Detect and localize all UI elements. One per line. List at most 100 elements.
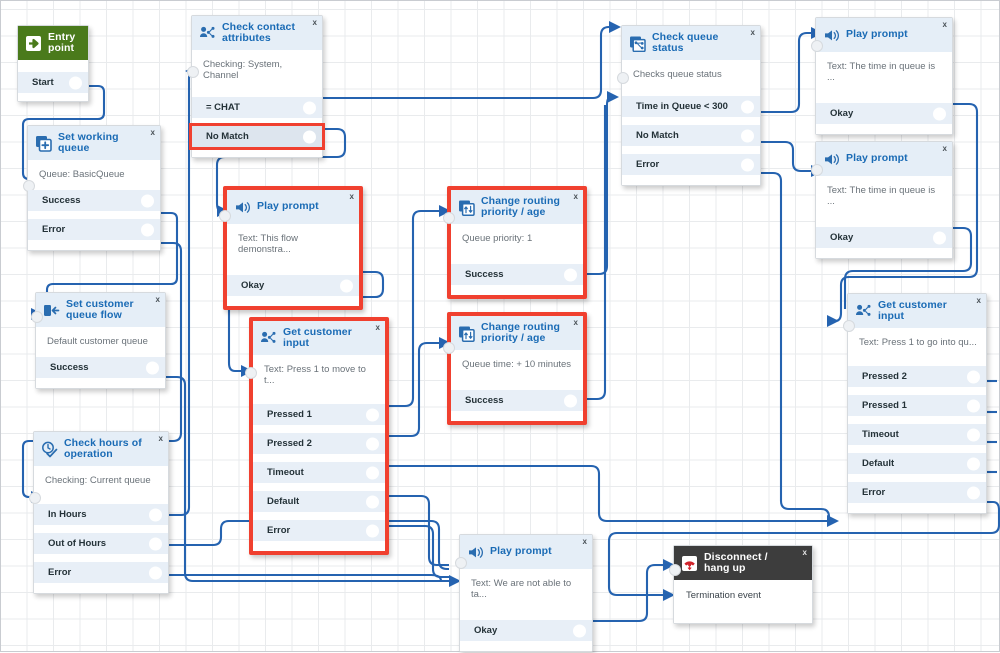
port-default[interactable]: Default [253,491,385,512]
node-check-hours-of-operation[interactable]: Check hours of operation x Checking: Cur… [29,431,169,594]
port-label: Default [267,496,300,507]
close-icon[interactable]: x [158,434,163,443]
node-play-prompt-queue-time-2[interactable]: Play prompt x Text: The time in queue is… [811,141,953,259]
port-pressed-1[interactable]: Pressed 1 [848,395,986,416]
port-connector-dot[interactable] [565,395,576,406]
port-connector-dot[interactable] [147,362,158,373]
port-success[interactable]: Success [28,190,160,211]
port-error[interactable]: Error [253,520,385,541]
close-icon[interactable]: x [976,296,981,305]
port-pressed-2[interactable]: Pressed 2 [848,366,986,387]
port-error[interactable]: Error [28,219,160,240]
close-icon[interactable]: x [582,537,587,546]
node-input-port[interactable] [443,342,455,354]
node-check-contact-attributes[interactable]: Check contact attributes x Checking: Sys… [187,15,325,158]
port-error[interactable]: Error [848,482,986,503]
port-connector-dot[interactable] [367,496,378,507]
port-time-in-queue[interactable]: Time in Queue < 300 [622,96,760,117]
port-connector-dot[interactable] [367,409,378,420]
close-icon[interactable]: x [750,28,755,37]
node-get-customer-input-queue[interactable]: Get customer input x Text: Press 1 to go… [843,293,987,514]
port-connector-dot[interactable] [150,538,161,549]
port-connector-dot[interactable] [367,438,378,449]
port-connector-dot[interactable] [742,159,753,170]
node-disconnect-hang-up[interactable]: Disconnect / hang up x Termination event [669,545,813,624]
port-success[interactable]: Success [451,390,583,411]
port-pressed-2[interactable]: Pressed 2 [253,433,385,454]
close-icon[interactable]: x [802,548,807,557]
port-connector-dot[interactable] [968,429,979,440]
node-input-port[interactable] [219,210,231,222]
node-input-port[interactable] [29,492,41,504]
node-input-port[interactable] [669,564,681,576]
close-icon[interactable]: x [573,192,578,201]
close-icon[interactable]: x [942,20,947,29]
port-connector-dot[interactable] [968,400,979,411]
port-connector-dot[interactable] [150,509,161,520]
port-connector-dot[interactable] [574,625,585,636]
close-icon[interactable]: x [942,144,947,153]
port-timeout[interactable]: Timeout [848,424,986,445]
port-no-match[interactable]: No Match [189,123,325,150]
node-play-prompt-intro[interactable]: Play prompt x Text: This flow demonstra.… [219,186,363,310]
close-icon[interactable]: x [375,323,380,332]
close-icon[interactable]: x [150,128,155,137]
port-default[interactable]: Default [848,453,986,474]
port-connector-dot[interactable] [742,101,753,112]
node-input-port[interactable] [811,40,823,52]
port-connector-dot[interactable] [341,280,352,291]
port-connector-dot[interactable] [934,232,945,243]
port-connector-dot[interactable] [968,371,979,382]
port-pressed-1[interactable]: Pressed 1 [253,404,385,425]
node-change-routing-priority[interactable]: Change routing priority / age x Queue pr… [443,186,587,299]
node-play-prompt-unable[interactable]: Play prompt x Text: We are not able to t… [455,534,593,652]
port-okay[interactable]: Okay [816,103,952,124]
port-out-of-hours[interactable]: Out of Hours [34,533,168,554]
node-input-port[interactable] [31,311,43,323]
port-no-match[interactable]: No Match [622,125,760,146]
close-icon[interactable]: x [573,318,578,327]
port-connector-dot[interactable] [150,567,161,578]
node-change-routing-age[interactable]: Change routing priority / age x Queue ti… [443,312,587,425]
node-entry-point[interactable]: Entry point Start [17,25,89,102]
node-input-port[interactable] [443,212,455,224]
node-input-port[interactable] [843,320,855,332]
node-input-port[interactable] [187,66,199,78]
port-connector-dot[interactable] [934,108,945,119]
port-connector-dot[interactable] [742,130,753,141]
port-connector-dot[interactable] [304,102,315,113]
close-icon[interactable]: x [349,192,354,201]
node-input-port[interactable] [617,72,629,84]
close-icon[interactable]: x [312,18,317,27]
node-input-port[interactable] [245,367,257,379]
node-set-customer-queue-flow[interactable]: Set customer queue flow x Default custom… [31,292,166,389]
port-connector-dot[interactable] [142,224,153,235]
port-equals-chat[interactable]: = CHAT [192,97,322,118]
port-start[interactable]: Start [18,72,88,93]
port-timeout[interactable]: Timeout [253,462,385,483]
port-connector-dot[interactable] [968,458,979,469]
node-input-port[interactable] [811,164,823,176]
port-connector-dot[interactable] [142,195,153,206]
port-okay[interactable]: Okay [816,227,952,248]
port-okay[interactable]: Okay [227,275,359,296]
port-connector-dot[interactable] [565,269,576,280]
port-connector-dot[interactable] [367,467,378,478]
port-success[interactable]: Success [451,264,583,285]
port-connector-dot[interactable] [968,487,979,498]
port-connector-dot[interactable] [304,131,315,142]
node-check-queue-status[interactable]: Check queue status x Checks queue status… [617,25,761,186]
node-get-customer-input-main[interactable]: Get customer input x Text: Press 1 to mo… [245,317,389,555]
port-error[interactable]: Error [622,154,760,175]
node-set-working-queue[interactable]: Set working queue x Queue: BasicQueue Su… [23,125,161,251]
node-input-port[interactable] [455,557,467,569]
port-connector-dot[interactable] [367,525,378,536]
port-connector-dot[interactable] [70,77,81,88]
port-okay[interactable]: Okay [460,620,592,641]
port-success[interactable]: Success [36,357,165,378]
port-error[interactable]: Error [34,562,168,583]
port-in-hours[interactable]: In Hours [34,504,168,525]
close-icon[interactable]: x [155,295,160,304]
node-play-prompt-queue-time-1[interactable]: Play prompt x Text: The time in queue is… [811,17,953,135]
